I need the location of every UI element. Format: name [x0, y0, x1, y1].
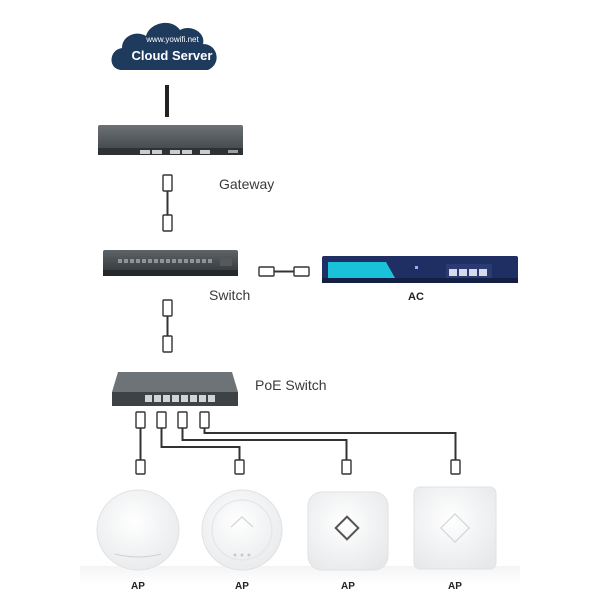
ap-label-2: AP	[235, 581, 249, 592]
poe-ap-cables	[135, 411, 461, 475]
ac-label: AC	[408, 291, 424, 303]
ap-device-2	[201, 489, 283, 571]
ap-label-3: AP	[341, 581, 355, 592]
poe-switch-label: PoE Switch	[255, 377, 327, 393]
ap-label-4: AP	[448, 581, 462, 592]
ac-controller-device	[322, 256, 518, 283]
switch-poe-connector	[162, 299, 173, 353]
ap-device-3	[307, 491, 389, 571]
switch-device	[103, 250, 238, 276]
gateway-device	[98, 125, 243, 155]
ap-label-1: AP	[131, 581, 145, 592]
cloud-url-text: www.yowifi.net	[146, 35, 199, 44]
switch-label: Switch	[209, 287, 251, 303]
gateway-switch-connector	[162, 174, 173, 232]
floor-shadow	[80, 566, 520, 584]
uplink-cable	[165, 85, 169, 117]
cloud-server-title: Cloud Server	[131, 48, 213, 63]
poe-switch-device	[112, 372, 238, 406]
switch-ac-connector	[258, 266, 310, 277]
ap-device-4	[413, 486, 497, 570]
cloud-server-icon	[111, 22, 217, 71]
gateway-label: Gateway	[219, 176, 275, 192]
ap-device-1	[96, 489, 180, 571]
